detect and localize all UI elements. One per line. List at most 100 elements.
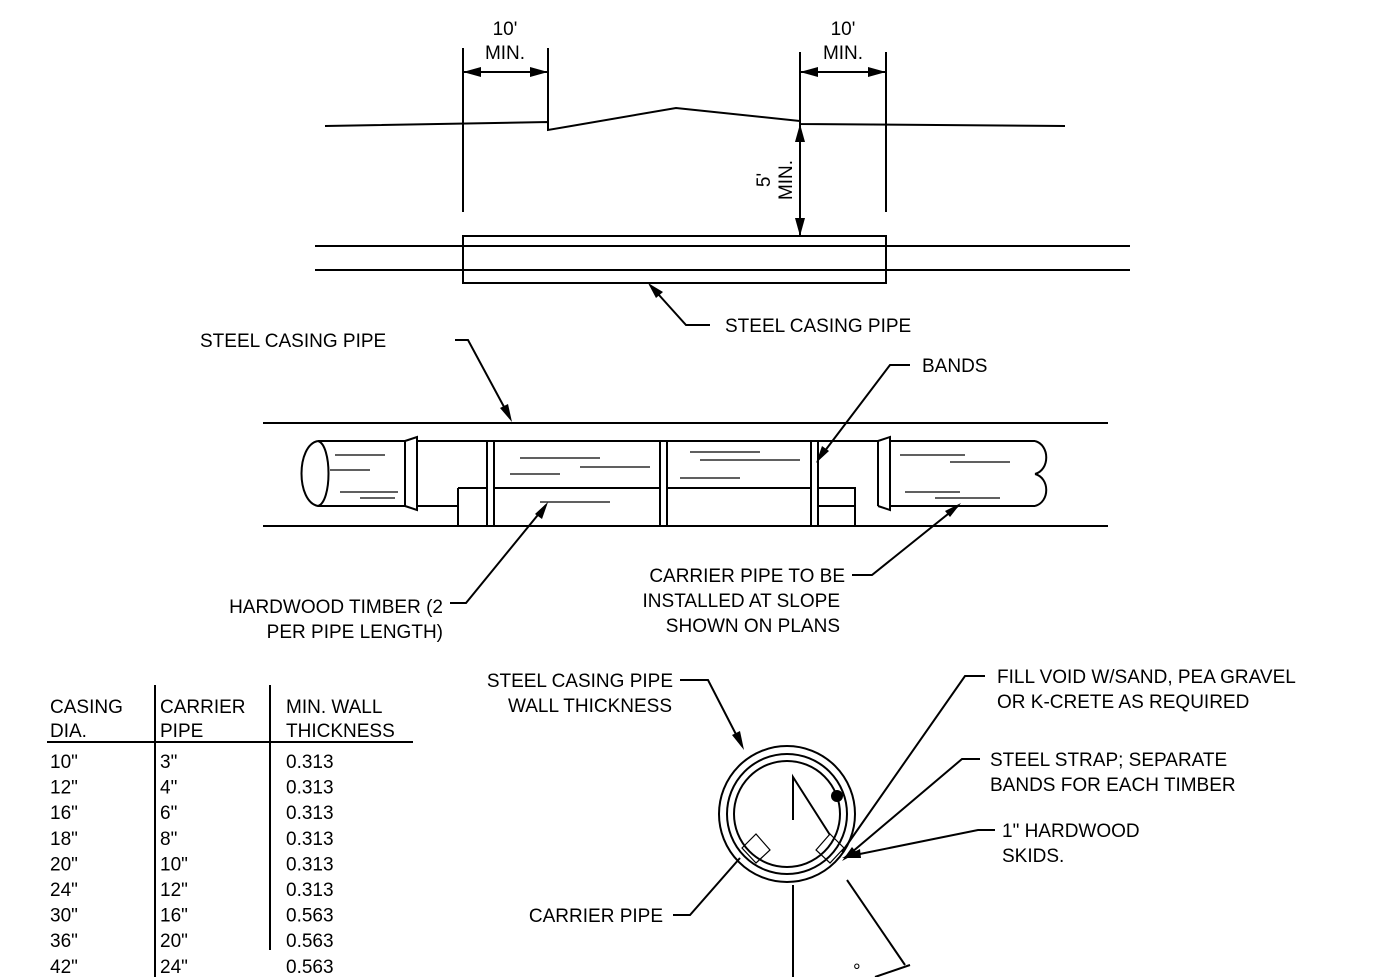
right-bell — [877, 435, 891, 512]
left-carrier-pipe — [318, 440, 405, 507]
right-joint-lines — [818, 441, 879, 507]
strap-leader — [844, 758, 980, 859]
right-dim-arrow-a — [800, 67, 818, 77]
table-cell: 8" — [160, 829, 177, 850]
table-cell: 20" — [160, 931, 188, 952]
table-cell: 30" — [50, 906, 78, 927]
carrier-label-line1: CARRIER PIPE TO BE — [649, 566, 845, 587]
table-header-cell: PIPE — [160, 721, 203, 742]
table-header-cell: THICKNESS — [286, 721, 395, 742]
right-skid — [815, 833, 845, 864]
table-cell: 36" — [50, 931, 78, 952]
wall-label-line2: WALL THICKNESS — [508, 696, 672, 717]
depth-dim-arrow-top — [795, 124, 805, 142]
casing-outer-circle — [718, 745, 856, 883]
table-header-cell: MIN. WALL — [286, 697, 382, 718]
carrier-label-line2: INSTALLED AT SLOPE — [643, 591, 840, 612]
bands-label: BANDS — [922, 356, 987, 377]
pipe-size-table: CASING DIA. CARRIER PIPE MIN. WALL THICKNESS 1… — [47, 685, 413, 977]
table-cell: 12" — [50, 778, 78, 799]
table-cell: 0.563 — [286, 906, 334, 927]
cs-carrier-leader — [673, 857, 741, 916]
section-casing-arrow — [500, 404, 512, 422]
angle-label: ° — [853, 961, 861, 977]
right-dim-value: 10' — [831, 19, 856, 40]
depth-dim-value: 5' — [754, 173, 775, 187]
right-timber-end — [818, 487, 856, 526]
carrier-shading — [510, 451, 800, 503]
section-casing-leader — [455, 339, 511, 419]
table-cell: 18" — [50, 829, 78, 850]
table-cell: 24" — [160, 957, 188, 977]
skids-leader — [844, 829, 995, 858]
timber-label-line1: HARDWOOD TIMBER (2 — [229, 597, 443, 618]
table-cell: 6" — [160, 803, 177, 824]
table-header-cell: CARRIER — [160, 697, 246, 718]
band-right — [810, 441, 819, 526]
table-cell: 20" — [50, 854, 78, 875]
section-view: STEEL CASING PIPE BANDS HARDWOOD TIMBER … — [200, 331, 1108, 643]
casing-pipe-rectangle — [462, 235, 887, 284]
table-header-cell: CASING — [50, 697, 123, 718]
left-dim-min: MIN. — [485, 43, 525, 64]
table-cell: 0.563 — [286, 931, 334, 952]
table-cell: 0.313 — [286, 778, 334, 799]
profile-casing-leader-arrow — [648, 283, 663, 298]
profile-casing-leader — [649, 284, 710, 326]
table-header-cell: DIA. — [50, 721, 87, 742]
right-pipe-break — [1034, 440, 1048, 507]
carrier-arrow — [945, 503, 961, 517]
table-cell: 0.563 — [286, 957, 334, 977]
timber-leader — [450, 504, 547, 604]
band-center — [659, 441, 668, 526]
cs-carrier-label: CARRIER PIPE — [529, 906, 663, 927]
left-joint-lines — [417, 440, 487, 507]
table-cell: 0.313 — [286, 880, 334, 901]
skids-label-line2: SKIDS. — [1002, 846, 1064, 867]
table-cell: 4" — [160, 778, 177, 799]
profile-view: 10' MIN. 10' MIN. 5' MIN. STEEL CASING P… — [315, 19, 1130, 337]
fill-label-line1: FILL VOID W/SAND, PEA GRAVEL — [997, 667, 1296, 688]
strap-label-line1: STEEL STRAP; SEPARATE — [990, 750, 1227, 771]
table-cell: 16" — [160, 906, 188, 927]
carrier-leader — [852, 505, 959, 576]
left-pipe-end-ellipse — [300, 440, 330, 508]
band-left — [486, 441, 495, 526]
bands-leader — [817, 364, 910, 461]
table-cell: 10" — [160, 854, 188, 875]
left-pipe-shading — [330, 454, 398, 499]
wall-leader — [680, 679, 743, 747]
fill-leader — [841, 675, 985, 853]
cross-section-view: ° STEEL CASING PIPE WALL THICKNESS FILL … — [487, 667, 1296, 977]
casing-inner-circle — [726, 753, 848, 875]
table-cell: 0.313 — [286, 803, 334, 824]
profile-casing-label: STEEL CASING PIPE — [725, 316, 911, 337]
table-cell: 42" — [50, 957, 78, 977]
left-dim-arrow-a — [463, 67, 481, 77]
right-dim-min: MIN. — [823, 43, 863, 64]
fill-void-dot — [831, 790, 843, 802]
skids-label-line1: 1" HARDWOOD — [1002, 821, 1140, 842]
depth-dim-min: MIN. — [776, 160, 797, 200]
skids-arrow — [842, 849, 861, 858]
table-cell: 16" — [50, 803, 78, 824]
angle-arc — [874, 964, 911, 977]
right-carrier-pipe — [890, 440, 1035, 507]
right-pipe-shading — [900, 454, 1010, 499]
inner-angle-lines — [792, 773, 831, 836]
table-cell: 3" — [160, 752, 177, 773]
carrier-pipe-circle — [733, 760, 841, 868]
timber-arrow — [535, 502, 548, 519]
left-dim-value: 10' — [493, 19, 518, 40]
left-timber-end — [457, 487, 488, 526]
table-cell: 24" — [50, 880, 78, 901]
section-casing-label: STEEL CASING PIPE — [200, 331, 386, 352]
table-cell: 0.313 — [286, 854, 334, 875]
left-skid — [741, 833, 771, 864]
wall-label-line1: STEEL CASING PIPE — [487, 671, 673, 692]
right-dim-arrow-b — [868, 67, 886, 77]
ground-line — [324, 106, 1066, 132]
table-cell: 10" — [50, 752, 78, 773]
table-cell: 0.313 — [286, 829, 334, 850]
